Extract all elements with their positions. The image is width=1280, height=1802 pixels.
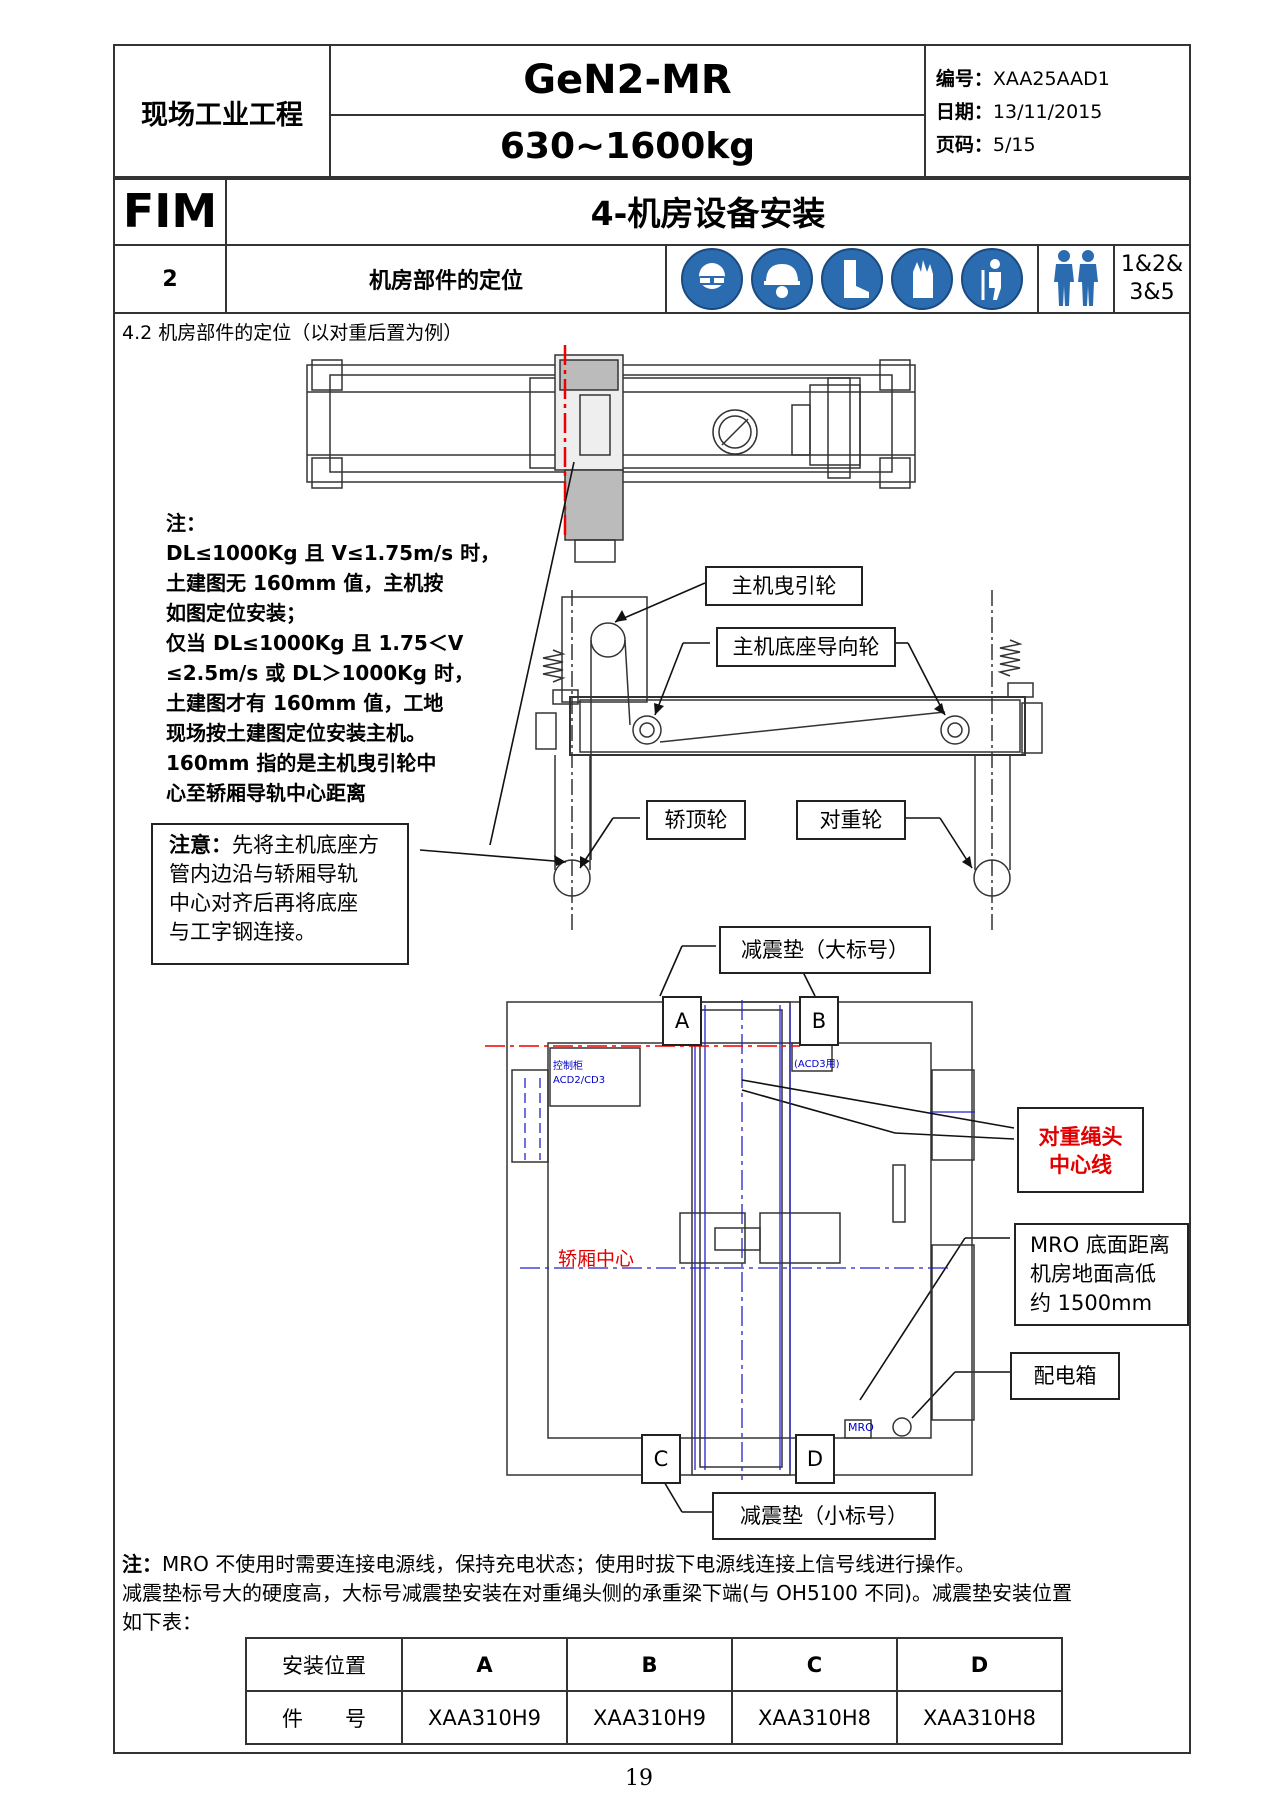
page-number: 19 [625, 1766, 653, 1791]
personnel-level: 1&2& 3&5 [1113, 244, 1191, 314]
attention-box: 注意：先将主机底座方管内边沿与轿厢导轨中心对齐后再将底座与工字钢连接。 [151, 823, 409, 965]
table-header: C [731, 1637, 898, 1692]
fim-label: FIM [113, 176, 227, 246]
model-name: GeN2-MR [331, 46, 924, 116]
section-heading: 4.2 机房部件的定位（以对重后置为例） [122, 322, 463, 344]
callout-cw-pulley: 对重轮 [796, 800, 906, 840]
two-workers-icon [1054, 250, 1098, 306]
callout-traction-sheave: 主机曳引轮 [705, 566, 863, 606]
blue-centerlines [520, 1000, 975, 1480]
control-cabinet-label: 控制柜 ACD2/CD3 [553, 1061, 606, 1086]
capacity: 630~1600kg [499, 126, 756, 167]
table-cell: 件 号 [245, 1690, 403, 1745]
step-number: 2 [113, 244, 227, 314]
label-d: D [795, 1434, 835, 1484]
people-icon-cell [1037, 244, 1115, 314]
table-cell: XAA310H9 [401, 1690, 568, 1745]
side-elevation [535, 590, 1043, 930]
helmet-icon [751, 248, 813, 310]
section-row: FIM 4-机房设备安装 [113, 176, 1191, 246]
safety-boots-icon [821, 248, 883, 310]
label-b: B [799, 996, 839, 1046]
bottom-note: 注：MRO 不使用时需要连接电源线，保持充电状态；使用时拔下电源线连接上信号线进… [122, 1552, 1072, 1634]
section-title: 4-机房设备安装 [225, 176, 1191, 246]
step-title: 机房部件的定位 [225, 244, 667, 314]
note-dimension: 注：DL≤1000Kg 且 V≤1.75m/s 时，土建图无 160mm 值，主… [166, 511, 501, 805]
doc-date: 日期：13/11/2015 [935, 100, 1103, 123]
label-a: A [662, 996, 702, 1046]
callout-car-top-pulley: 轿顶轮 [646, 800, 746, 840]
table-header: A [401, 1637, 568, 1692]
leader-lines [419, 461, 1015, 1513]
control-cabinet-label-2: (ACD3用) [794, 1059, 840, 1070]
callout-buffer-large: 减震垫（大标号） [719, 926, 931, 974]
callout-buffer-small: 减震垫（小标号） [712, 1492, 936, 1540]
table-cell: XAA310H9 [566, 1690, 733, 1745]
table-cell: XAA310H8 [896, 1690, 1063, 1745]
harness-icon [961, 248, 1023, 310]
label-c: C [641, 1434, 681, 1484]
table-cell: XAA310H8 [731, 1690, 898, 1745]
callout-mro-height: MRO 底面距离 机房地面高低 约 1500mm [1014, 1223, 1189, 1326]
mro-tag: MRO [848, 1421, 874, 1434]
table-header: B [566, 1637, 733, 1692]
header-table: 现场工业工程 GeN2-MR 630~1600kg 编号：XAA25AAD1 日… [112, 44, 1192, 180]
buffer-position-table: 安装位置 A B C D 件 号 XAA310H9 XAA310H9 XAA31… [245, 1637, 1063, 1745]
doc-page: 页码：5/15 [935, 133, 1036, 156]
step-row: 2 机房部件的定位 1&2& 3&5 [113, 244, 1191, 314]
top-plan-view [306, 345, 916, 563]
ppe-icons [665, 244, 1039, 314]
safety-glasses-icon [681, 248, 743, 310]
gloves-icon [891, 248, 953, 310]
table-header: D [896, 1637, 1063, 1692]
callout-power-box: 配电箱 [1010, 1352, 1120, 1400]
car-center-label: 轿厢中心 [558, 1248, 635, 1270]
doc-number: 编号：XAA25AAD1 [935, 67, 1110, 90]
callout-cw-rope-center: 对重绳头 中心线 [1017, 1107, 1144, 1193]
callout-deflector-sheave: 主机底座导向轮 [716, 627, 896, 667]
table-header: 安装位置 [245, 1637, 403, 1692]
